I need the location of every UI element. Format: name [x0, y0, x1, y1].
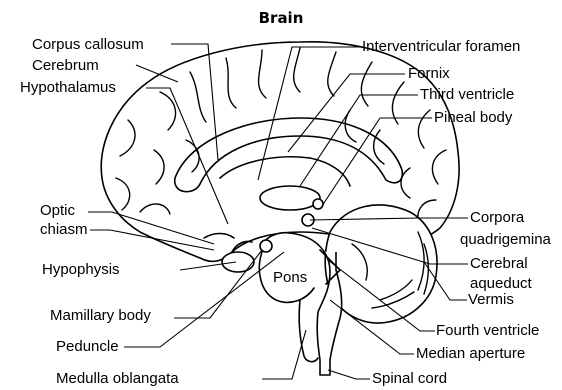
- label-hypothalamus: Hypothalamus: [20, 80, 116, 96]
- label-corpus-callosum: Corpus callosum: [32, 37, 144, 53]
- label-corpora-quadrigemina-line1: Corpora: [470, 210, 524, 226]
- medulla: [299, 300, 318, 362]
- label-mamillary-body: Mamillary body: [50, 308, 151, 324]
- label-cerebrum: Cerebrum: [32, 58, 99, 74]
- label-fourth-ventricle: Fourth ventricle: [436, 323, 539, 339]
- label-optic-chiasm-line1: Optic: [40, 203, 75, 219]
- label-pons: Pons: [273, 270, 307, 286]
- fornix: [220, 157, 350, 186]
- label-corpora-quadrigemina-line2: quadrigemina: [460, 232, 551, 248]
- pineal-body: [313, 199, 323, 209]
- label-third-ventricle: Third ventricle: [420, 87, 514, 103]
- leader-lines: [88, 44, 468, 379]
- label-medulla-oblongata: Medulla oblangata: [56, 371, 179, 387]
- label-spinal-cord: Spinal cord: [372, 371, 447, 387]
- label-optic-chiasm-line2: chiasm: [40, 222, 88, 238]
- label-fornix: Fornix: [408, 66, 450, 82]
- label-pineal-body: Pineal body: [434, 110, 512, 126]
- label-interventricular-foramen: Interventricular foramen: [362, 39, 520, 55]
- label-hypophysis: Hypophysis: [42, 262, 120, 278]
- label-peduncle: Peduncle: [56, 339, 119, 355]
- corpus-callosum: [175, 118, 403, 192]
- label-vermis: Vermis: [468, 292, 514, 308]
- label-cerebral-aqueduct-line2: aqueduct: [470, 276, 532, 292]
- optic-chiasm: [204, 234, 234, 239]
- brainstem: [262, 233, 342, 375]
- hypophysis: [222, 252, 254, 272]
- thalamus: [260, 186, 320, 210]
- label-median-aperture: Median aperture: [416, 346, 525, 362]
- label-cerebral-aqueduct-line1: Cerebral: [470, 256, 528, 272]
